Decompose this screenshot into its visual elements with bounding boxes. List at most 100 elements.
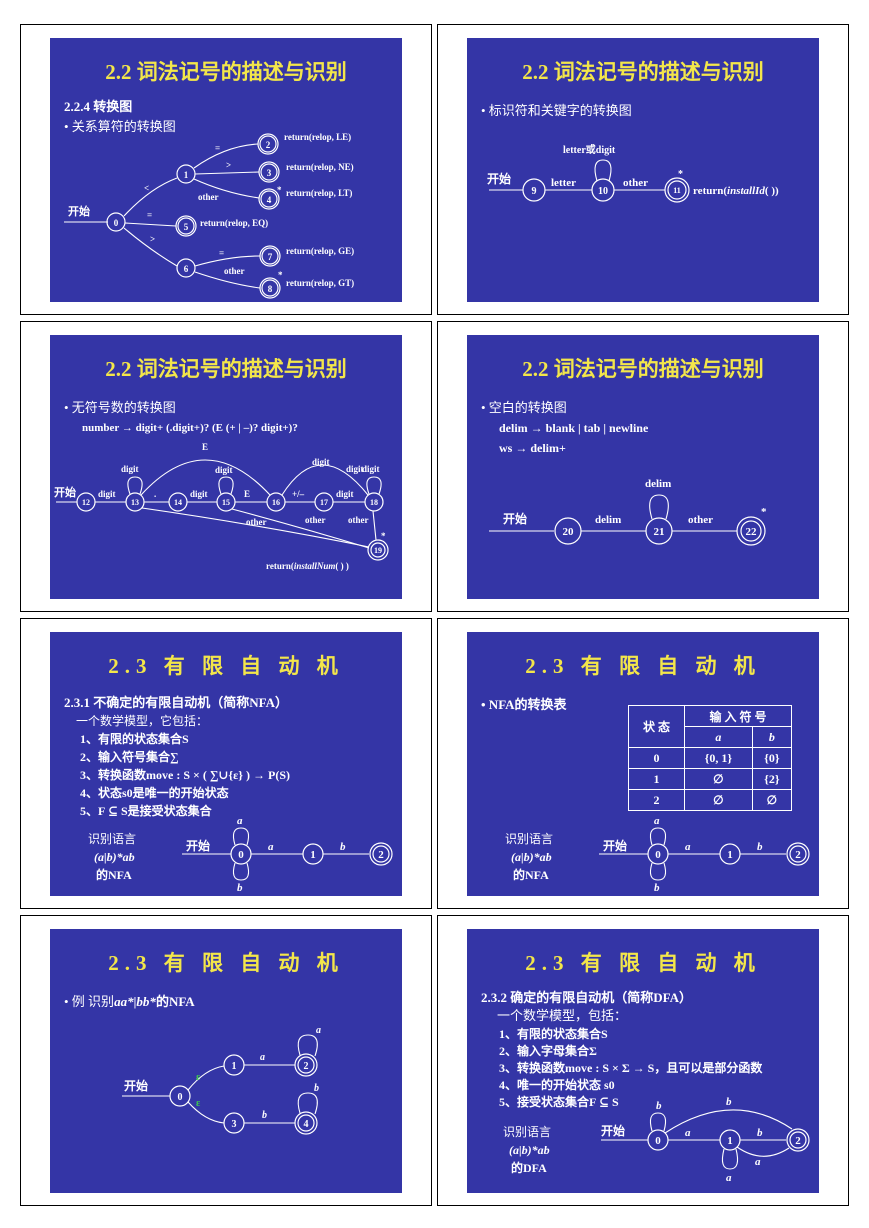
slide-number: 2.2 词法记号的描述与识别 • 无符号数的转换图 number → digit… — [50, 335, 402, 599]
caption-line: (a|b)*ab — [94, 850, 135, 864]
state-10: 10 — [598, 186, 608, 197]
state-7: 7 — [268, 252, 273, 262]
loop-label: b — [314, 1083, 319, 1094]
state-19: 19 — [374, 546, 382, 555]
edge-label: other — [224, 266, 245, 276]
edge-label: delim — [595, 514, 621, 526]
edge-label: letter — [551, 177, 576, 189]
definition-line: 1、有限的状态集合S — [499, 1027, 608, 1041]
slide-title: 2.3 有 限 自 动 机 — [108, 654, 344, 678]
definition-line: 一个数学模型，它包括： — [76, 714, 209, 728]
star-label: * — [278, 270, 283, 280]
definition-line: 4、唯一的开始状态 s0 — [499, 1078, 615, 1092]
slide-title: 2.2 词法记号的描述与识别 — [105, 357, 347, 381]
state-5: 5 — [184, 222, 189, 232]
state-14: 14 — [174, 498, 182, 507]
start-label: 开始 — [601, 1123, 625, 1138]
dfa-diagram: 0 1 2 b a b b a a 开始 — [601, 1096, 810, 1184]
section-heading: 2.2.4 转换图 — [64, 99, 133, 114]
number-transition-diagram: 12 13 14 15 16 17 18 19 digit digit — [54, 442, 389, 571]
loop-label: a — [237, 815, 243, 827]
state-21: 21 — [654, 526, 665, 538]
edge-label: b — [757, 1127, 763, 1139]
state-0: 0 — [114, 218, 119, 228]
edge-label: . — [154, 489, 156, 499]
state-2: 2 — [795, 1135, 801, 1147]
return-label: return(installId( )) — [693, 185, 779, 197]
edge-label: = — [147, 210, 152, 220]
caption-line: 的NFA — [513, 868, 549, 882]
start-label: 开始 — [503, 511, 527, 526]
bullet: • 无符号数的转换图 — [64, 400, 176, 415]
state-12: 12 — [82, 498, 90, 507]
edge-label: = — [219, 248, 224, 258]
edge-label: digit — [312, 457, 330, 467]
edge-label: a — [268, 841, 274, 853]
return-label: return(relop, GE) — [286, 246, 354, 256]
caption-line: 的NFA — [96, 868, 132, 882]
return-label: return(installNum( ) ) — [266, 561, 349, 571]
bullet: • NFA的转换表 — [481, 697, 567, 712]
bullet: • 关系算符的转换图 — [64, 119, 176, 134]
slide-whitespace: 2.2 词法记号的描述与识别 • 空白的转换图 delim → blank | … — [467, 335, 819, 599]
edge-label: digit — [362, 464, 380, 474]
state-2: 2 — [795, 849, 801, 861]
star-label: * — [761, 506, 767, 518]
loop-label: a — [316, 1025, 321, 1036]
definition-line: 5、F ⊆ S是接受状态集合 — [80, 804, 212, 818]
loop-label: a — [726, 1172, 732, 1184]
state-16: 16 — [272, 498, 280, 507]
slide-relop: 2.2 词法记号的描述与识别 2.2.4 转换图 • 关系算符的转换图 0 1 … — [50, 38, 402, 302]
state-1: 1 — [310, 849, 316, 861]
table-row: 2 ∅ ∅ — [628, 789, 793, 811]
edge-label: ε — [196, 1098, 201, 1109]
edge-label: other — [305, 515, 326, 525]
loop-label: b — [654, 882, 660, 894]
state-6: 6 — [184, 264, 189, 274]
definition-line: 3、转换函数move : S × Σ → S，且可以是部分函数 — [499, 1059, 762, 1077]
state-3: 3 — [267, 168, 272, 178]
edge-label: a — [685, 841, 691, 853]
identifier-transition-diagram: letter或digit 9 10 11 letter other * retu… — [487, 143, 779, 203]
state-3: 3 — [232, 1119, 237, 1130]
start-label: 开始 — [603, 838, 627, 853]
state-4: 4 — [304, 1119, 309, 1130]
state-13: 13 — [131, 498, 139, 507]
slide-nfa-example: 2.3 有 限 自 动 机 • 例 识别aa*|bb*的NFA 0 1 2 3 … — [50, 929, 402, 1193]
formula: number → digit+ (.digit+)? (E (+ | –)? d… — [82, 422, 298, 434]
definition-line: 5、接受状态集合F ⊆ S — [499, 1095, 619, 1109]
formula-line: ws → delim+ — [499, 441, 566, 455]
state-2: 2 — [266, 140, 271, 150]
state-0: 0 — [655, 849, 661, 861]
definition-line: 4、状态s0是唯一的开始状态 — [80, 786, 229, 800]
state-15: 15 — [222, 498, 230, 507]
definition-line: 2、输入字母集合Σ — [499, 1044, 597, 1058]
caption-line: 识别语言 — [505, 832, 554, 846]
return-label: return(relop, GT) — [286, 278, 354, 288]
edge-label: +/– — [292, 489, 305, 499]
section-heading: 2.3.2 确定的有限自动机（简称DFA） — [481, 990, 693, 1005]
edge-label: digit — [98, 489, 116, 499]
start-label: 开始 — [54, 485, 76, 499]
loop-label: a — [654, 815, 660, 827]
definition-line: 1、有限的状态集合S — [80, 732, 189, 746]
nfa-transition-table: 状 态 输 入 符 号 a b 0 {0, 1} {0} 1 ∅ {2} 2 ∅… — [628, 705, 793, 811]
start-label: 开始 — [186, 838, 210, 853]
bullet: • 例 识别aa*|bb*的NFA — [64, 994, 195, 1009]
start-label: 开始 — [68, 204, 90, 218]
state-0: 0 — [178, 1092, 183, 1103]
star-label: * — [277, 185, 282, 195]
edge-label: b — [262, 1110, 267, 1121]
edge-label: digit — [215, 465, 233, 475]
edge-label: b — [340, 841, 346, 853]
start-label: 开始 — [124, 1078, 148, 1093]
table-cell: 2 — [628, 789, 685, 811]
move-function: 3、转换函数move : S × Σ → S，且可以是部分函数 — [499, 1061, 763, 1075]
state-2: 2 — [304, 1061, 309, 1072]
definition-line: 一个数学模型，包括： — [497, 1008, 628, 1023]
edge-label: b — [757, 841, 763, 853]
star-label: * — [381, 531, 386, 541]
state-1: 1 — [232, 1061, 237, 1072]
slide-title: 2.3 有 限 自 动 机 — [525, 654, 761, 678]
return-label: return(relop, LT) — [286, 188, 352, 198]
